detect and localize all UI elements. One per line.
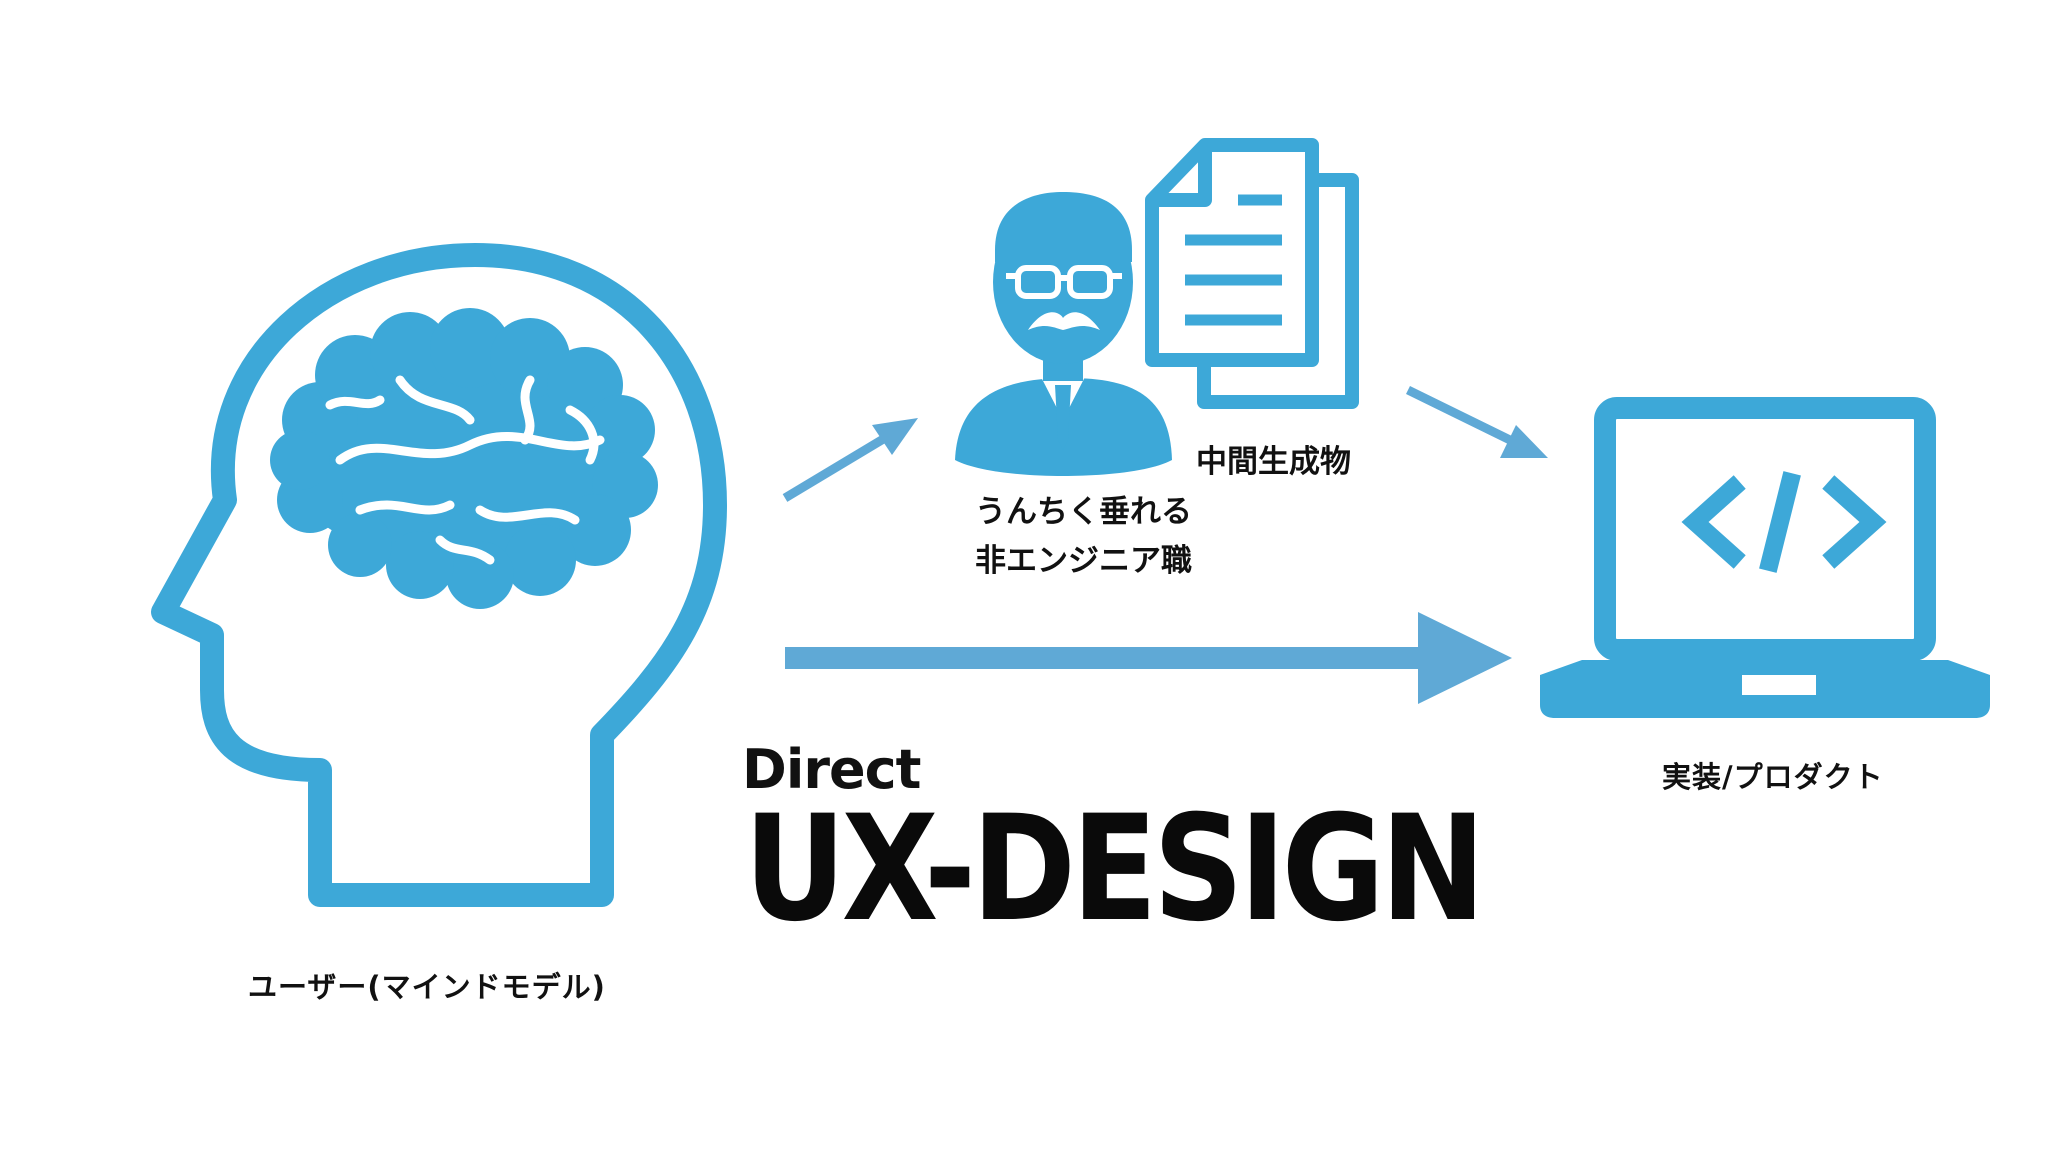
title-ux-design: UX-DESIGN	[744, 784, 1486, 954]
non-engineer-label: うんちく垂れる 非エンジニア職	[975, 488, 1192, 586]
laptop-code-icon	[1540, 397, 1990, 718]
title-direct: Direct	[742, 738, 921, 801]
non-engineer-label-line2: 非エンジニア職	[975, 543, 1192, 579]
arrow-docs-to-product	[1406, 385, 1548, 458]
person-glasses-mustache-icon	[955, 192, 1172, 476]
non-engineer-label-line1: うんちく垂れる	[975, 494, 1192, 530]
head-brain-icon	[151, 243, 727, 907]
user-mind-model-label: ユーザー(マインドモデル)	[248, 970, 606, 1004]
product-label: 実装/プロダクト	[1662, 760, 1884, 794]
arrow-user-to-person	[782, 418, 918, 502]
arrow-direct	[785, 612, 1512, 704]
documents-icon	[1145, 138, 1359, 409]
intermediate-output-label: 中間生成物	[1196, 444, 1351, 480]
